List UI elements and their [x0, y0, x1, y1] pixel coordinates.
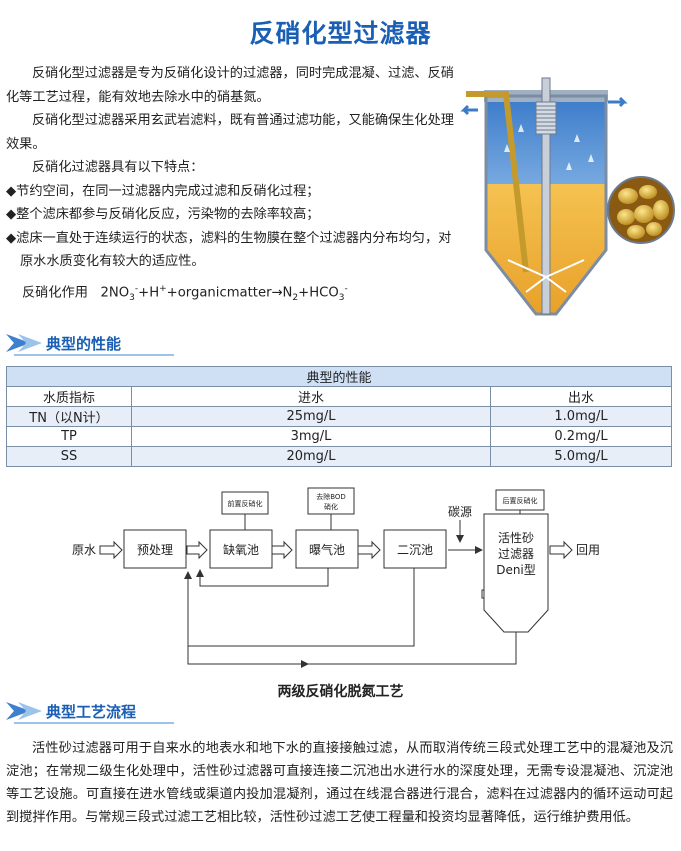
formula-part: +H: [138, 284, 160, 300]
box-secondary-clarifier: [383, 529, 447, 569]
label-filter-line-1: 活性砂: [498, 531, 534, 545]
formula-part: +organicmatter→N: [166, 284, 293, 300]
table-cell: 20mg/L: [131, 446, 491, 467]
flow-arrow-hollow: [549, 540, 573, 560]
formula-sup: -: [344, 283, 348, 294]
page-title: 反硝化型过滤器: [249, 19, 432, 48]
outlet-arrow-left: [460, 104, 478, 116]
formula-sub: 3: [338, 292, 345, 303]
inlet-pipe: [466, 91, 529, 273]
table-header-row: 水质指标 进水 出水: [6, 386, 672, 407]
table-row: SS 20mg/L 5.0mg/L: [6, 446, 672, 467]
formula-sub: 2: [292, 292, 299, 303]
flow-arrow-hollow: [271, 540, 293, 560]
formula-label: 反硝化作用: [22, 284, 88, 300]
section-title: 典型工艺流程: [46, 703, 137, 721]
label-reuse: 回用: [576, 543, 600, 557]
note-pre-denitrification: 前置反硝化: [228, 499, 263, 508]
intro-paragraph-3: 反硝化过滤器具有以下特点：: [32, 160, 204, 175]
intro-paragraph-1: 反硝化型过滤器是专为反硝化设计的过滤器，同时完成混凝、过滤、反硝化等工艺过程，能…: [6, 66, 454, 105]
table-cell: TN（以N计）: [6, 406, 132, 427]
section-header-process: 典型工艺流程: [4, 698, 174, 724]
process-flow-diagram: 原水 预处理 缺氧池 曝气池 二沉池 碳源 活性砂 过滤器 Deni型 回用 前…: [72, 487, 600, 668]
flow-arrow-hollow: [99, 540, 123, 560]
feature-bullet: ◆整个滤床都参与反硝化反应，污染物的去除率较高；: [6, 207, 320, 222]
table-cell: SS: [6, 446, 132, 467]
box-anoxic-tank: [209, 529, 273, 569]
table-header-cell: 进水: [131, 386, 491, 407]
table-cell: 25mg/L: [131, 406, 491, 427]
denitrification-filter-illustration: [460, 77, 675, 316]
table-cell: 5.0mg/L: [490, 446, 672, 467]
label-secondary-clarifier: 二沉池: [397, 543, 433, 557]
label-anoxic-tank: 缺氧池: [223, 542, 259, 557]
feature-bullet: ◆滤床一直处于连续运行的状态，滤料的生物膜在整个过滤器内分布均匀，对原水水质变化…: [6, 230, 452, 270]
table-cell: 0.2mg/L: [490, 426, 672, 447]
feature-bullet: ◆节约空间，在同一过滤器内完成过滤和反硝化过程；: [6, 183, 320, 199]
section-header-performance: 典型的性能: [4, 330, 174, 356]
note-bod-line-1: 去除BOD: [316, 492, 346, 501]
section-title: 典型的性能: [46, 335, 122, 353]
flow-arrow-hollow: [186, 540, 208, 560]
formula-sub: 3: [129, 292, 135, 303]
outlet-arrow-right: [608, 96, 628, 108]
table-cell: 1.0mg/L: [490, 406, 672, 427]
label-pretreatment: 预处理: [137, 543, 173, 557]
box-aeration-tank: [295, 529, 359, 569]
label-aeration-tank: 曝气池: [309, 542, 345, 557]
label-carbon-source: 碳源: [448, 505, 472, 519]
airlift-tube: [541, 77, 551, 315]
section-underline: [14, 354, 174, 356]
box-sand-filter: [483, 513, 549, 633]
formula-sup: -: [134, 283, 139, 294]
box-pretreatment: [123, 529, 187, 569]
table-title: 典型的性能: [6, 366, 672, 387]
diagram-caption: 两级反硝化脱氮工艺: [277, 684, 404, 700]
table-header-cell: 水质指标: [6, 386, 132, 407]
reaction-formula: 反硝化作用 2NO3-+H++organicmatter→N2+HCO3-: [6, 278, 454, 311]
table-cell: TP: [6, 426, 132, 447]
label-filter-line-2: 过滤器: [498, 547, 534, 561]
table-row: TP 3mg/L 0.2mg/L: [6, 426, 672, 447]
formula-part: +HCO: [298, 284, 339, 300]
section-arrow-icon: [6, 334, 42, 352]
table-header-cell: 出水: [490, 386, 672, 407]
intro-text: 反硝化型过滤器是专为反硝化设计的过滤器，同时完成混凝、过滤、反硝化等工艺过程，能…: [6, 62, 454, 310]
formula-part: 2NO: [100, 284, 130, 300]
filter-outline: [484, 94, 608, 316]
note-bod-line-2: 硝化: [324, 502, 338, 511]
basalt-media-grains: [617, 185, 669, 239]
section-arrow-icon: [6, 702, 42, 720]
note-box-bod-nitrification: [307, 487, 355, 515]
intro-paragraph-2: 反硝化型过滤器采用玄武岩滤料，既有普通过滤功能，又能确保生化处理效果。: [6, 113, 454, 152]
label-raw-water: 原水: [72, 543, 96, 557]
process-description: 活性砂过滤器可用于自来水的地表水和地下水的直接接触过滤，从而取消传统三段式处理工…: [6, 741, 673, 825]
label-filter-line-3: Deni型: [496, 563, 536, 577]
table-row: TN（以N计） 25mg/L 1.0mg/L: [6, 406, 672, 427]
section-underline: [14, 722, 174, 724]
flow-arrow-hollow: [357, 540, 381, 560]
note-post-denitrification: 后置反硝化: [503, 496, 538, 505]
table-cell: 3mg/L: [131, 426, 491, 447]
distribution-arms: [507, 259, 585, 293]
table-title-row: 典型的性能: [6, 366, 672, 387]
formula-sup: +: [159, 283, 167, 294]
performance-table: 典型的性能 水质指标 进水 出水 TN（以N计） 25mg/L 1.0mg/L …: [6, 366, 672, 467]
